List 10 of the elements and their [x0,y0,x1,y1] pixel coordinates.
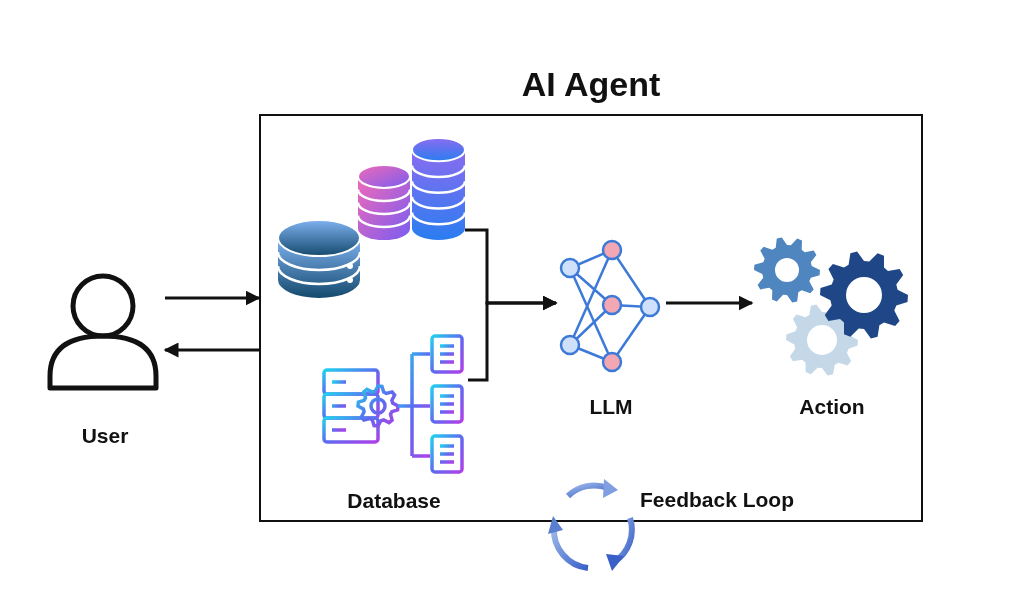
arrow [165,290,261,306]
arrow [468,295,558,382]
caption-label: Feedback Loop [640,488,795,512]
node-label: Database [346,488,442,514]
title: AI Agent [520,64,662,105]
node-label: LLM [588,394,634,420]
node-label: User [80,423,130,449]
arrow [666,295,754,311]
node-label: Action [798,394,866,420]
arrow [163,342,259,358]
